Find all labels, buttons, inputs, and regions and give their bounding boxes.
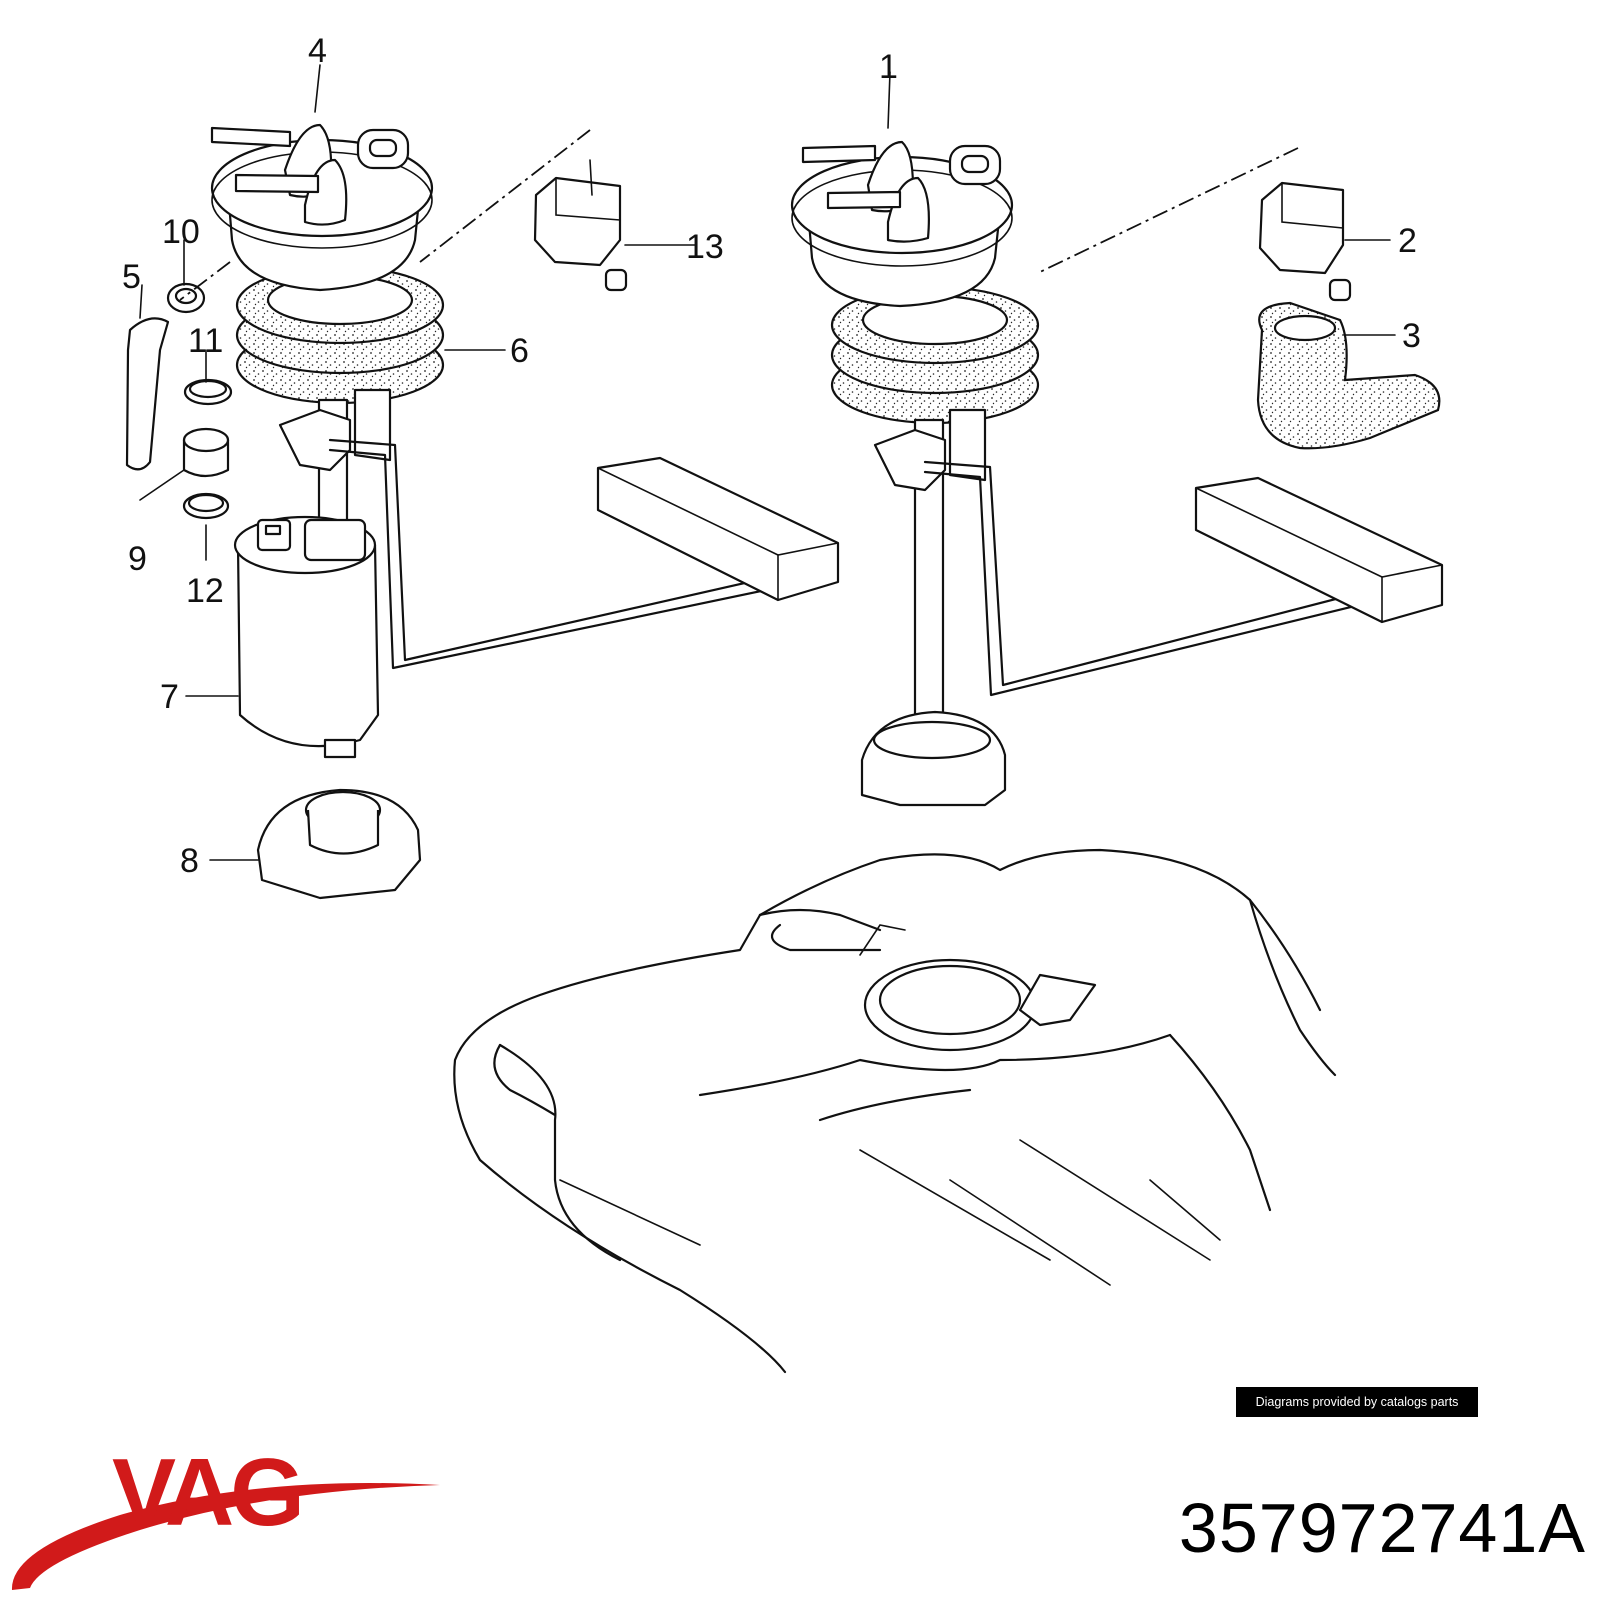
- leader-lines: [139, 64, 1396, 861]
- callout-4: 4: [308, 32, 327, 70]
- callout-9: 9: [128, 540, 147, 578]
- sleeve-9: [182, 427, 230, 478]
- float-right: [1194, 476, 1444, 624]
- callout-8: 8: [180, 842, 199, 880]
- pump-base: [256, 788, 422, 900]
- boot-3: [1256, 301, 1441, 450]
- vag-logo: VAG: [11, 1439, 440, 1590]
- flange-left: [210, 123, 434, 292]
- flange-right: [790, 140, 1014, 308]
- fuel-tank: [453, 848, 1337, 1374]
- credit-badge: Diagrams provided by catalogs parts: [1236, 1387, 1478, 1417]
- callout-7: 7: [160, 678, 179, 716]
- callout-1: 1: [879, 48, 898, 86]
- callout-labels: 1 2 3 4 5 6 7 8 9 10 11 12 13: [122, 32, 1421, 880]
- float-left: [596, 456, 840, 602]
- connector-2: [1258, 181, 1352, 302]
- clamp-11: [183, 378, 233, 406]
- clamp-12: [182, 492, 230, 520]
- seal-ring-right: [830, 285, 1040, 425]
- clamp-10: [166, 282, 206, 314]
- right-assembly: [790, 140, 1444, 807]
- callout-2: 2: [1398, 222, 1417, 260]
- callout-5: 5: [122, 258, 141, 296]
- callout-13: 13: [686, 228, 724, 266]
- callout-11: 11: [188, 322, 223, 360]
- callout-3: 3: [1402, 317, 1421, 355]
- tube-base: [860, 710, 1007, 807]
- callout-6: 6: [510, 332, 529, 370]
- connector-13: [533, 176, 628, 292]
- callout-10: 10: [162, 213, 200, 251]
- hose-5: [125, 317, 170, 471]
- part-number: 357972741A: [1178, 1489, 1586, 1567]
- brand-name: VAG: [112, 1439, 301, 1546]
- callout-12: 12: [186, 572, 224, 610]
- fuel-pump: [233, 515, 380, 759]
- left-assembly: [125, 123, 840, 900]
